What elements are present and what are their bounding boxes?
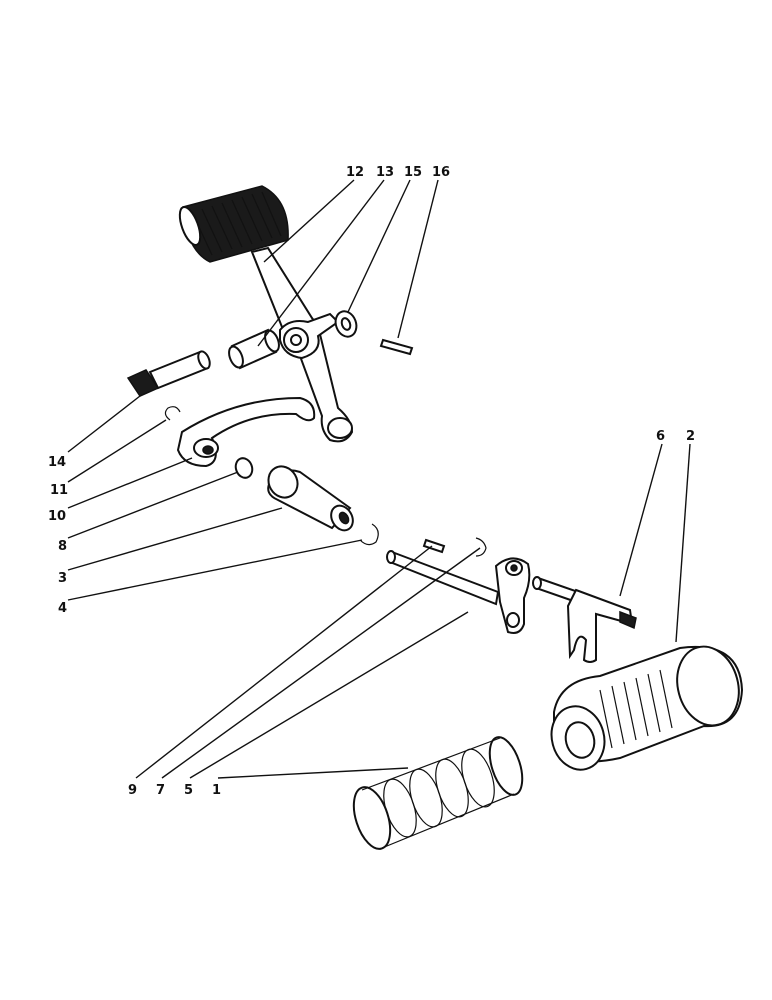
callout-8: 8 bbox=[58, 539, 67, 554]
ring-8 bbox=[234, 457, 254, 479]
pivot-bolt bbox=[126, 350, 211, 397]
callout-3: 3 bbox=[58, 571, 67, 586]
circlip-4 bbox=[359, 523, 379, 546]
leader-lines bbox=[67, 179, 691, 779]
callout-labels: 12 13 15 16 14 11 10 8 3 4 6 2 9 7 5 1 bbox=[48, 165, 695, 798]
key bbox=[422, 538, 446, 554]
callout-15: 15 bbox=[404, 165, 422, 180]
callout-11: 11 bbox=[50, 483, 68, 498]
relay-lever bbox=[176, 396, 316, 468]
split-pin bbox=[379, 338, 414, 356]
selector-fork bbox=[532, 576, 637, 663]
callout-16: 16 bbox=[432, 165, 450, 180]
callout-14: 14 bbox=[48, 455, 66, 470]
circlip-7 bbox=[475, 537, 487, 557]
callout-1: 1 bbox=[212, 783, 221, 798]
circlip-11 bbox=[164, 406, 181, 421]
bush bbox=[228, 328, 280, 370]
cross-shaft bbox=[386, 550, 531, 634]
callout-6: 6 bbox=[656, 429, 665, 444]
callout-13: 13 bbox=[376, 165, 394, 180]
callout-12: 12 bbox=[346, 165, 364, 180]
coil-spring bbox=[352, 736, 524, 850]
washer-15 bbox=[334, 310, 358, 338]
pedal-lever bbox=[178, 185, 354, 443]
callout-5: 5 bbox=[184, 783, 193, 798]
shaft-sleeve bbox=[267, 465, 354, 532]
splined-sleeve bbox=[550, 645, 744, 771]
callout-4: 4 bbox=[58, 601, 67, 616]
callout-10: 10 bbox=[48, 509, 66, 524]
callout-9: 9 bbox=[128, 783, 137, 798]
callout-7: 7 bbox=[156, 783, 165, 798]
callout-2: 2 bbox=[686, 429, 695, 444]
